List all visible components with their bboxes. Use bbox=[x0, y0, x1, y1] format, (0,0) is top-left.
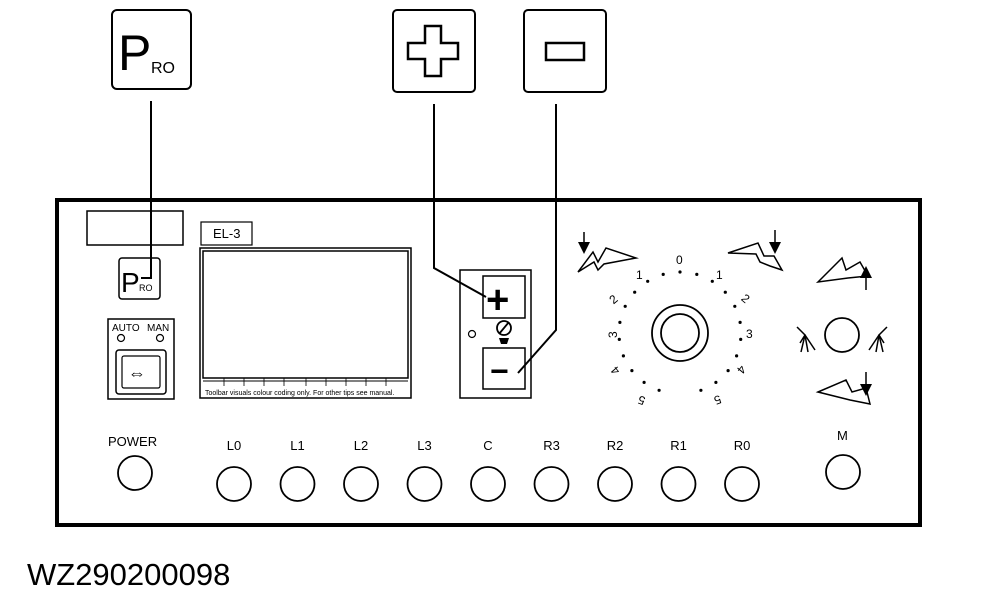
svg-text:4: 4 bbox=[734, 362, 749, 376]
display-tag bbox=[200, 221, 253, 246]
auto-man-switch[interactable]: AUTO MAN ⇔ bbox=[107, 318, 175, 400]
boom-tilt-cluster bbox=[796, 256, 888, 405]
figure-code: WZ290200098 bbox=[27, 557, 230, 592]
section-button-l1[interactable] bbox=[279, 466, 316, 502]
svg-text:RO: RO bbox=[139, 283, 153, 293]
section-button-r2[interactable] bbox=[597, 466, 633, 502]
boom-right-down-icon bbox=[727, 230, 784, 272]
section-label-r3: R3 bbox=[543, 438, 560, 453]
dial-tick bbox=[739, 337, 743, 341]
dial-knob-inner[interactable] bbox=[660, 313, 700, 353]
man-led-icon bbox=[155, 333, 165, 343]
dial-tick bbox=[710, 279, 714, 283]
dial-tick bbox=[695, 272, 699, 276]
svg-text:2: 2 bbox=[606, 292, 620, 307]
m-label: M bbox=[837, 428, 848, 443]
svg-text:P: P bbox=[121, 267, 140, 298]
svg-text:0: 0 bbox=[676, 253, 683, 267]
dial-tick bbox=[657, 388, 661, 392]
indicator-led-icon bbox=[467, 329, 477, 339]
nozzle-right-icon bbox=[868, 326, 888, 353]
svg-text:3: 3 bbox=[606, 331, 620, 338]
boom-left-down-icon bbox=[577, 232, 639, 273]
tilt-up-icon bbox=[815, 256, 872, 290]
dial-tick bbox=[733, 304, 737, 308]
section-label-l2: L2 bbox=[354, 438, 368, 453]
dial-tick bbox=[621, 354, 626, 358]
spray-dial: 0 1 2 3 4 5 1 2 3 4 5 bbox=[606, 253, 753, 408]
section-label-r1: R1 bbox=[670, 438, 687, 453]
svg-text:EL-3: EL-3 bbox=[213, 226, 240, 241]
dial-tick bbox=[699, 388, 703, 392]
tilt-knob[interactable] bbox=[824, 317, 860, 353]
dial-tick bbox=[661, 272, 665, 276]
svg-text:1: 1 bbox=[716, 268, 723, 282]
key-lock-icon bbox=[496, 320, 512, 344]
dial-tick bbox=[723, 290, 727, 294]
dial-tick bbox=[646, 279, 650, 283]
svg-text:−: − bbox=[490, 353, 509, 389]
section-button-r3[interactable] bbox=[533, 466, 570, 502]
nozzle-left-icon bbox=[796, 326, 816, 353]
svg-text:2: 2 bbox=[738, 291, 752, 306]
adjust-key-block: + − bbox=[459, 269, 532, 399]
section-label-l1: L1 bbox=[290, 438, 304, 453]
auto-label: AUTO bbox=[112, 323, 140, 334]
pro-button[interactable]: P RO bbox=[118, 257, 161, 300]
section-button-r0[interactable] bbox=[724, 466, 760, 502]
leader-lines bbox=[141, 101, 557, 374]
section-label-l3: L3 bbox=[417, 438, 431, 453]
dial-tick bbox=[735, 354, 739, 358]
svg-text:3: 3 bbox=[746, 327, 753, 341]
man-label: MAN bbox=[147, 323, 169, 334]
svg-text:5: 5 bbox=[712, 392, 723, 408]
svg-text:1: 1 bbox=[636, 268, 643, 282]
dial-tick bbox=[738, 320, 742, 324]
svg-text:RO: RO bbox=[151, 60, 175, 77]
dial-knob-outer bbox=[651, 304, 709, 362]
section-label-l0: L0 bbox=[227, 438, 241, 453]
section-buttons: L0 L1 L2 L3 C R3 R2 R1 R0 bbox=[216, 438, 760, 502]
power-label: POWER bbox=[108, 434, 157, 449]
plus-callout-icon bbox=[392, 9, 476, 93]
dial-tick bbox=[678, 270, 682, 274]
section-label-r2: R2 bbox=[607, 438, 624, 453]
panel-frame bbox=[55, 198, 922, 527]
section-button-c[interactable] bbox=[470, 466, 506, 502]
section-label-r0: R0 bbox=[734, 438, 751, 453]
svg-text:4: 4 bbox=[608, 363, 623, 377]
dial-tick bbox=[714, 380, 718, 384]
plus-key[interactable] bbox=[482, 275, 526, 319]
dial-tick bbox=[726, 369, 730, 373]
swap-arrows-icon: ⇔ bbox=[128, 363, 146, 383]
dial-tick bbox=[633, 290, 637, 294]
dial-tick bbox=[623, 304, 627, 308]
minus-key[interactable] bbox=[482, 347, 526, 390]
display-unit: EL-3 Toolbar visuals colour coding only.… bbox=[199, 221, 412, 399]
svg-text:+: + bbox=[486, 278, 509, 322]
dial-tick bbox=[618, 320, 622, 324]
pro-callout-icon: P RO bbox=[111, 9, 192, 90]
dial-tick bbox=[642, 380, 646, 384]
tilt-down-icon bbox=[815, 372, 872, 405]
minus-callout-icon bbox=[523, 9, 607, 93]
dial-tick bbox=[630, 369, 634, 373]
svg-text:5: 5 bbox=[636, 392, 647, 408]
section-button-l3[interactable] bbox=[406, 466, 443, 502]
section-button-r1[interactable] bbox=[660, 466, 697, 502]
section-label-c: C bbox=[483, 438, 492, 453]
svg-text:P: P bbox=[118, 25, 151, 81]
power-button[interactable] bbox=[117, 455, 153, 491]
m-button[interactable] bbox=[825, 454, 861, 490]
section-button-l0[interactable] bbox=[216, 466, 252, 502]
dial-tick bbox=[617, 337, 621, 341]
display-footer-text: Toolbar visuals colour coding only. For … bbox=[205, 390, 394, 397]
label-window bbox=[86, 210, 184, 246]
section-button-l2[interactable] bbox=[343, 466, 379, 502]
auto-led-icon bbox=[116, 333, 126, 343]
